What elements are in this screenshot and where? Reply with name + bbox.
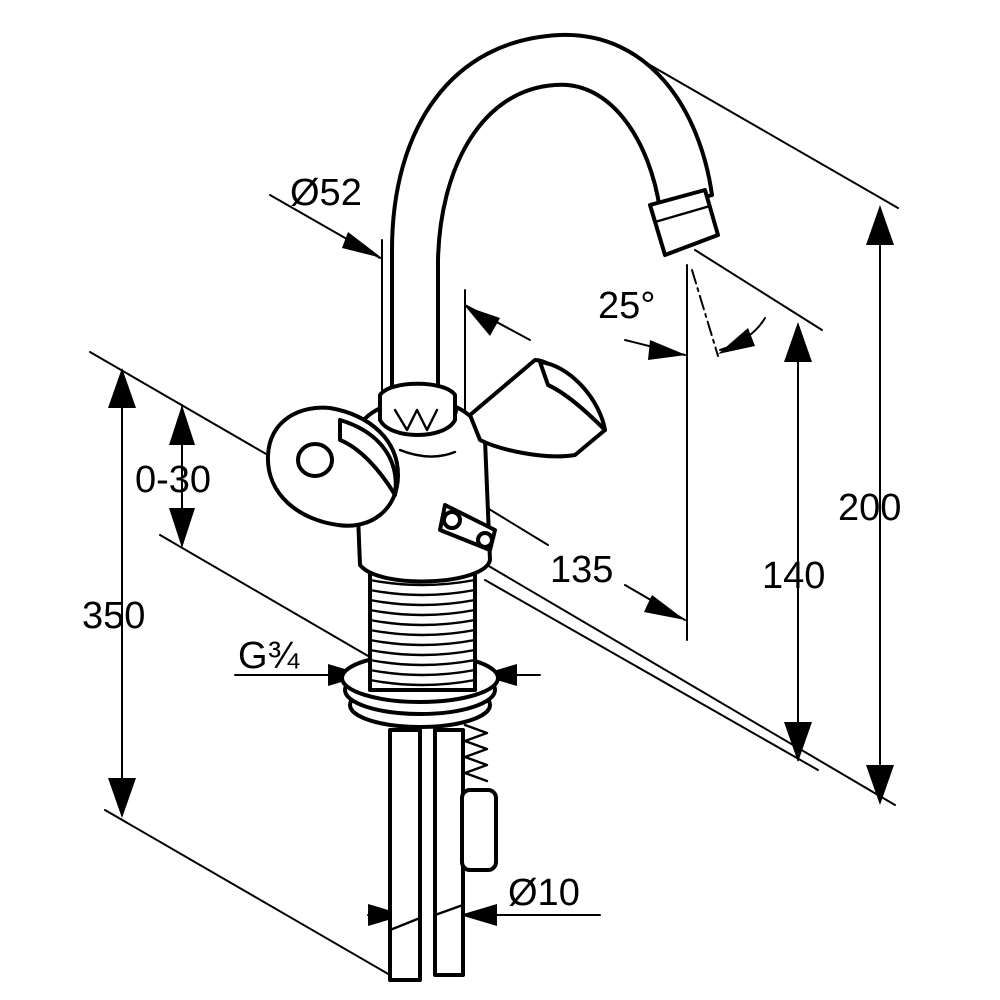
dimension-labels: Ø52 25° 0-30 135 350 140 200 G¾ Ø10	[82, 172, 901, 914]
faucet	[265, 32, 720, 982]
label-height-350: 350	[82, 595, 145, 637]
label-dia-10: Ø10	[508, 872, 580, 914]
label-len-135: 135	[550, 549, 613, 591]
supply-pipes	[388, 723, 498, 982]
label-dia-52: Ø52	[290, 172, 362, 214]
label-height-200: 200	[838, 487, 901, 529]
left-handle	[265, 405, 400, 528]
spout	[390, 32, 720, 397]
right-handle	[468, 358, 607, 459]
label-thread-g34: G¾	[238, 635, 301, 677]
label-angle-25: 25°	[598, 285, 655, 327]
label-height-140: 140	[762, 555, 825, 597]
dimension-arrows	[108, 205, 894, 926]
label-range-0-30: 0-30	[135, 459, 211, 501]
